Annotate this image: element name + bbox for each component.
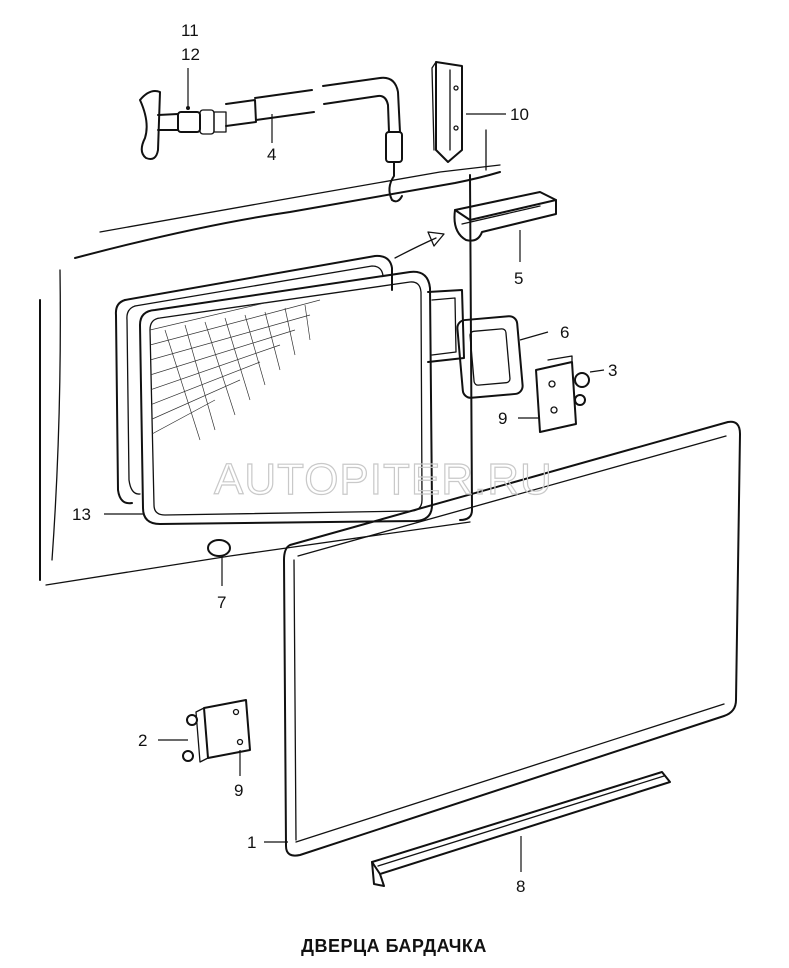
- body-panel: [39, 129, 501, 586]
- callout-5: 5: [514, 269, 523, 288]
- upper-hinge: [535, 355, 590, 433]
- callout-4: 4: [267, 145, 276, 164]
- callout-9-lower: 9: [234, 781, 243, 800]
- stop-bumper: [207, 539, 231, 557]
- callout-10: 10: [510, 105, 529, 124]
- callout-13: 13: [72, 505, 91, 524]
- latch-seal: [456, 315, 524, 399]
- callout-7: 7: [217, 593, 226, 612]
- door-panel: [283, 420, 741, 857]
- diagram-caption: ДВЕРЦА БАРДАЧКА: [301, 936, 487, 956]
- callout-12: 12: [181, 45, 200, 64]
- direction-arrow: [394, 231, 445, 259]
- callout-1: 1: [247, 833, 256, 852]
- callout-6: 6: [560, 323, 569, 342]
- release-cable-assembly: [139, 76, 403, 203]
- upper-rail: [453, 191, 557, 242]
- callout-3: 3: [608, 361, 617, 380]
- callout-9-upper: 9: [498, 409, 507, 428]
- callout-11: 11: [181, 21, 199, 40]
- leader-lines: [104, 68, 605, 872]
- callout-2: 2: [138, 731, 147, 750]
- watermark: AUTOPITER.RU: [214, 455, 553, 504]
- mounting-bracket: [431, 61, 463, 163]
- callout-8: 8: [516, 877, 525, 896]
- glass-hatching: [150, 289, 321, 441]
- lower-hinge: [182, 699, 251, 763]
- lower-trim-strip: [371, 771, 671, 887]
